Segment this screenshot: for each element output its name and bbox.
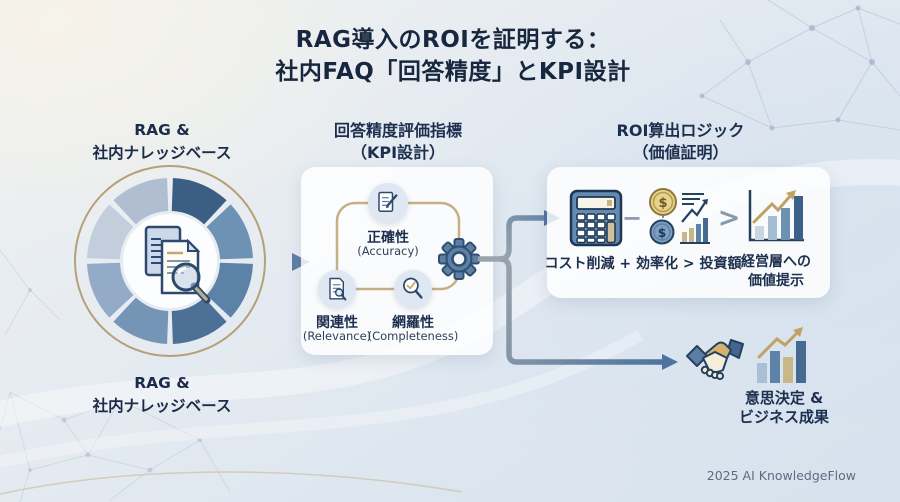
kpi-accuracy-sub: (Accuracy) [357,244,419,258]
outcome-label: 意思決定 & ビジネス成果 [721,389,847,427]
kpi-completeness-label: 網羅性 [392,315,434,331]
knowledge-ring [74,165,266,357]
ring-segment [206,204,253,260]
rag-kb-top-label: RAG & 社内ナレッジベース [42,119,282,165]
ring-segment [206,262,253,318]
magnifier-check-icon [403,277,423,299]
calculator-icon [569,189,623,247]
rag-kb-top-label-line2: 社内ナレッジベース [92,144,232,162]
gear-icon [438,238,480,280]
kpi-accuracy-label: 正確性 [367,230,409,246]
coins-chart-icon: $ $ [649,188,710,245]
handshake-icon [686,339,744,380]
outcome-label-line1: 意思決定 & [744,389,824,407]
roi-formula: コスト削減 + 効率化 > 投資額 [544,256,742,272]
kpi-heading: 回答精度評価指標 （KPI設計） [303,120,493,164]
kpi-completeness-sub: (Completeness) [367,329,459,343]
kpi-heading-line1: 回答精度評価指標 [333,121,462,140]
gold-coin-symbol: $ [658,196,667,211]
kpi-relevance-label: 関連性 [316,315,358,331]
title-line-1: RAG導入のROIを証明する： [295,27,611,53]
roi-heading: ROI算出ロジック （価値証明） [558,120,803,164]
ring-segment [113,297,169,344]
title-line-2: 社内FAQ「回答精度」とKPI設計 [275,59,631,85]
greater-than-operator: > [717,202,741,234]
ring-segment [87,262,134,318]
documents-magnifier-icon [144,225,211,304]
doc-pencil-icon [378,191,398,212]
ring-segment [113,178,169,225]
rag-kb-top-label-line1: RAG & [134,121,190,139]
ring-segment [171,178,227,225]
kpi-item-accuracy-circle [368,183,408,223]
kpi-item-relevance-circle [318,270,356,308]
rag-kb-bottom-label: RAG & 社内ナレッジベース [42,372,282,418]
rag-kb-bottom-label-line1: RAG & [134,374,190,392]
roi-value-label-line1: 経営層への [741,254,811,270]
roi-heading-line1: ROI算出ロジック [616,121,745,140]
ring-segments [87,178,253,344]
footer-credit: 2025 AI KnowledgeFlow [706,468,856,483]
minus-operator: − [621,204,643,232]
kpi-relevance-sub: (Relevance) [302,329,372,343]
kpi-item-completeness-circle [394,270,432,308]
roi-value-label-line2: 価値提示 [748,273,804,289]
ring-segment [87,204,134,260]
arrowhead-to-outcome [662,354,678,370]
doc-search-icon [329,277,347,301]
roi-value-label: 経営層への 価値提示 [731,253,821,291]
page-title: RAG導入のROIを証明する： 社内FAQ「回答精度」とKPI設計 [103,24,803,88]
ring-segment [171,297,227,344]
growth-chart-icon [748,190,804,242]
blue-coin-symbol: $ [658,226,666,240]
outcome-chart-icon [757,327,806,383]
kpi-heading-line2: （KPI設計） [350,143,446,162]
roi-heading-line2: （価値証明） [632,143,729,162]
outcome-label-line2: ビジネス成果 [738,408,829,426]
rag-kb-bottom-label-line2: 社内ナレッジベース [92,397,232,415]
